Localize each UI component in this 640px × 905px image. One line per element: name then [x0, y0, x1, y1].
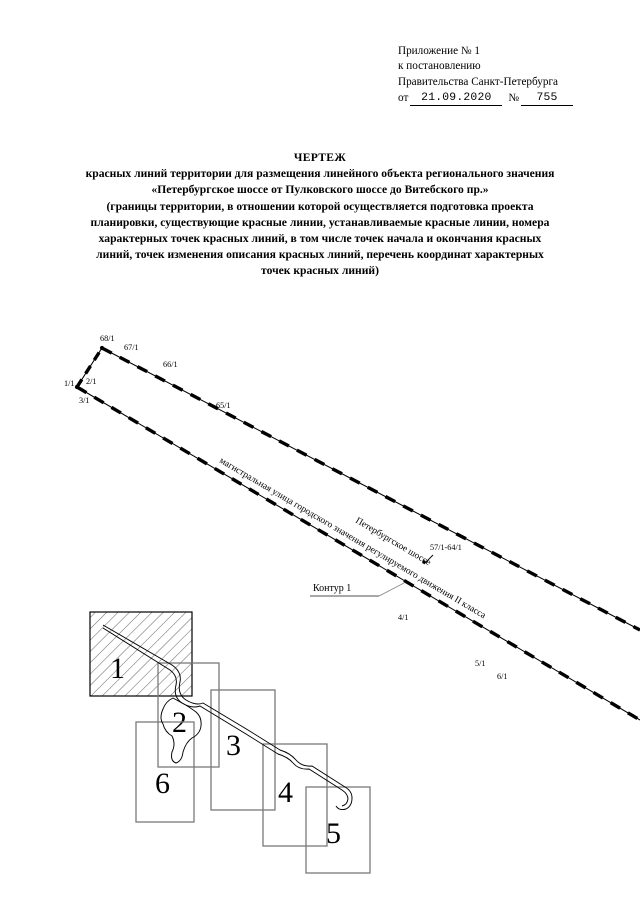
title-line-1: красных линий территории для размещения …	[85, 167, 555, 181]
point-label-67-1: 67/1	[124, 343, 139, 352]
point-label-1-1: 1/1	[64, 379, 74, 388]
point-label-5-1: 5/1	[475, 659, 485, 668]
corridor-outline	[102, 624, 353, 811]
title-line-7: точек красных линий)	[261, 264, 379, 278]
kontur-leader-line	[378, 582, 405, 597]
characteristic-point-markers	[74, 345, 426, 564]
kontur-callout: Контур 1	[310, 582, 405, 597]
cadastral-drawing: 68/1 67/1 66/1 65/1 1/1 2/1 3/1 57/1-64/…	[0, 300, 640, 900]
to-decree-line: к постановлению	[398, 60, 481, 73]
page-title: ЧЕРТЕЖ	[293, 151, 347, 164]
title-line-4: планировки, существующие красные линии, …	[90, 215, 550, 229]
leader-57-64	[423, 554, 434, 565]
date-label: от	[398, 91, 409, 104]
title-line-5: характерных точек красных линий, в том ч…	[98, 232, 542, 246]
point-label-2-1: 2/1	[86, 377, 96, 386]
point-label-66-1: 66/1	[163, 360, 178, 369]
document-header: Приложение № 1 к постановлению Правитель…	[398, 44, 628, 107]
title-line-2: «Петербургское шоссе от Пулковского шосс…	[151, 183, 489, 197]
point-label-57-64: 57/1-64/1	[430, 543, 462, 552]
kontur-callout-label: Контур 1	[313, 583, 351, 594]
index-box-4-number: 4	[278, 776, 293, 809]
decree-date-number-line: от 21.09.2020 № 755	[398, 91, 628, 107]
title-line-3: (границы территории, в отношении которой…	[106, 199, 534, 213]
point-label-68-1: 68/1	[100, 334, 115, 343]
index-box-4[interactable]: 4	[262, 743, 328, 847]
index-box-1[interactable]: 1	[89, 611, 193, 697]
red-line-south	[76, 385, 640, 722]
index-box-5[interactable]: 5	[305, 786, 371, 874]
appendix-number: Приложение № 1	[398, 45, 480, 57]
point-label-6-1: 6/1	[497, 672, 507, 681]
point-label-65-1: 65/1	[216, 401, 231, 410]
index-box-3-number: 3	[226, 729, 241, 762]
index-box-5-number: 5	[326, 817, 341, 850]
red-line-north	[75, 346, 640, 632]
point-label-4-1: 4/1	[398, 613, 408, 622]
index-box-3[interactable]: 3	[210, 689, 276, 811]
authority-line: Правительства Санкт-Петербурга	[398, 75, 559, 88]
decree-date-value: 21.09.2020	[410, 92, 503, 107]
decree-number-value: 755	[521, 92, 574, 107]
number-label: №	[508, 91, 520, 104]
title-line-6: линий, точек изменения описания красных …	[96, 248, 544, 262]
drawing-title-block: ЧЕРТЕЖ красных линий территории для разм…	[32, 150, 608, 280]
point-label-group: 68/1 67/1 66/1 65/1 1/1 2/1 3/1 57/1-64/…	[64, 334, 507, 681]
index-box-1-number: 1	[110, 652, 125, 685]
index-box-6-number: 6	[155, 767, 170, 800]
index-box-6[interactable]: 6	[135, 721, 195, 823]
point-label-3-1: 3/1	[79, 396, 89, 405]
